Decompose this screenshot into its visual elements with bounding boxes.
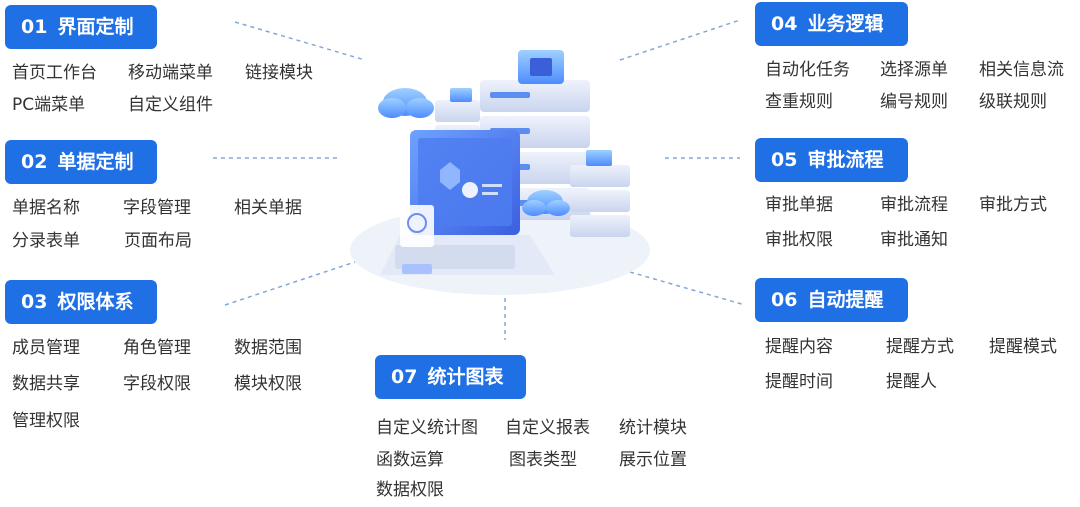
section-06-item: 提醒内容 <box>765 337 833 357</box>
section-07-item: 图表类型 <box>509 450 577 470</box>
section-01-badge: 01 界面定制 <box>5 5 157 49</box>
section-03-badge: 03 权限体系 <box>5 280 157 324</box>
section-02-item: 单据名称 <box>12 198 80 218</box>
section-06-title: 自动提醒 <box>807 289 884 311</box>
section-06-item: 提醒时间 <box>765 372 833 392</box>
section-06-item: 提醒方式 <box>886 337 954 357</box>
section-01-item: 链接模块 <box>245 63 313 83</box>
section-02-item: 分录表单 <box>12 231 80 251</box>
connector-line-06 <box>629 271 746 306</box>
section-05-title: 审批流程 <box>807 149 884 171</box>
connector-line-01 <box>234 21 366 61</box>
section-01-item: 移动端菜单 <box>128 63 213 83</box>
section-04-item: 编号规则 <box>880 92 948 112</box>
section-02-number: 02 <box>21 151 48 173</box>
section-03-item: 模块权限 <box>234 374 302 394</box>
section-02-item: 页面布局 <box>124 231 192 251</box>
section-06-number: 06 <box>771 289 798 311</box>
section-07-item: 数据权限 <box>376 480 444 500</box>
cloud-icon <box>378 88 570 216</box>
section-06-item: 提醒人 <box>886 372 937 392</box>
section-06-item: 提醒模式 <box>989 337 1057 357</box>
section-04-item: 相关信息流 <box>979 60 1064 80</box>
section-01-number: 01 <box>21 16 48 38</box>
section-05-item: 审批流程 <box>880 195 948 215</box>
section-03-item: 数据共享 <box>12 374 80 394</box>
section-07-badge: 07 统计图表 <box>375 355 526 399</box>
section-02-item: 字段管理 <box>123 198 191 218</box>
section-01-item: 首页工作台 <box>12 63 97 83</box>
section-01-title: 界面定制 <box>57 16 134 38</box>
section-07-number: 07 <box>391 366 418 388</box>
section-05-item: 审批通知 <box>880 230 948 250</box>
connector-line-04 <box>619 19 741 61</box>
section-02-badge: 02 单据定制 <box>5 140 157 184</box>
connector-line-03 <box>224 261 356 306</box>
section-05-item: 审批方式 <box>979 195 1047 215</box>
section-07-item: 自定义报表 <box>505 418 590 438</box>
section-05-badge: 05 审批流程 <box>755 138 908 182</box>
section-02-item: 相关单据 <box>234 198 302 218</box>
section-05-number: 05 <box>771 149 798 171</box>
fingerprint-icon <box>407 213 427 233</box>
section-01-item: PC端菜单 <box>12 95 86 115</box>
section-01-item: 自定义组件 <box>128 95 213 115</box>
shield-icon <box>440 162 460 190</box>
section-05-item: 审批权限 <box>765 230 833 250</box>
section-07-item: 统计模块 <box>619 418 687 438</box>
section-03-item: 数据范围 <box>234 338 302 358</box>
side-server <box>570 150 630 237</box>
section-04-badge: 04 业务逻辑 <box>755 2 908 46</box>
section-06-badge: 06 自动提醒 <box>755 278 908 322</box>
section-07-item: 自定义统计图 <box>376 418 478 438</box>
section-03-title: 权限体系 <box>57 291 134 313</box>
laptop <box>380 130 555 275</box>
section-05-item: 审批单据 <box>765 195 833 215</box>
server-laptop-illustration <box>350 50 650 295</box>
section-07-item: 函数运算 <box>376 450 444 470</box>
section-04-item: 选择源单 <box>880 60 948 80</box>
section-07-item: 展示位置 <box>619 450 687 470</box>
section-04-title: 业务逻辑 <box>807 13 884 35</box>
section-03-item: 字段权限 <box>123 374 191 394</box>
section-04-item: 级联规则 <box>979 92 1047 112</box>
section-03-number: 03 <box>21 291 48 313</box>
user-icon <box>462 182 478 198</box>
section-07-title: 统计图表 <box>427 366 504 388</box>
fingerprint-card <box>400 205 434 247</box>
section-04-item: 查重规则 <box>765 92 833 112</box>
section-03-item: 管理权限 <box>12 411 80 431</box>
section-02-title: 单据定制 <box>57 151 134 173</box>
section-03-item: 角色管理 <box>123 338 191 358</box>
section-04-item: 自动化任务 <box>765 60 850 80</box>
section-04-number: 04 <box>771 13 798 35</box>
section-03-item: 成员管理 <box>12 338 80 358</box>
